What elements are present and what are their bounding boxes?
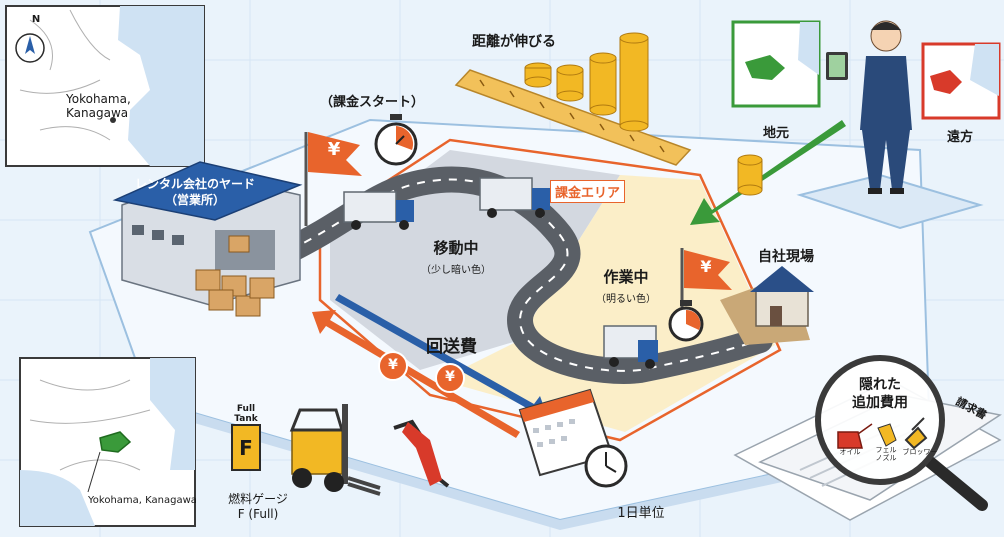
remote-arrow-green (690, 120, 846, 225)
map-top-left (5, 5, 205, 167)
businessman-icon (860, 20, 912, 194)
ruler-icon (454, 69, 692, 166)
own-site-label: 自社現場 (758, 249, 814, 265)
yen-coin-text-1: ¥ (388, 357, 398, 373)
map-remote (921, 42, 1001, 120)
coin-stack-icon (524, 32, 649, 132)
remote-label: 遠方 (946, 130, 974, 145)
moving-label: 移動中 (433, 239, 479, 257)
truck-icon (603, 325, 658, 369)
day-unit-label: 1日単位 (617, 506, 665, 521)
flag-yen-text-2: ¥ (700, 257, 712, 276)
fuel-tank-letter: F (239, 436, 253, 460)
moving-note: （少し暗い色） (421, 265, 491, 276)
truck-icon (479, 177, 550, 218)
return-arrow-blue (335, 294, 548, 420)
coin-stack-icon (737, 154, 763, 196)
billing-area-label: 課金エリア (550, 180, 626, 203)
billing-start-label: （課金スタート） (319, 95, 425, 110)
distance-label: 距離が伸びる (472, 34, 556, 50)
fuel-nozzle-small-icon (877, 423, 897, 447)
local-label: 地元 (762, 126, 790, 141)
stopwatch-icon (374, 114, 418, 166)
north-arrow-icon (15, 33, 45, 63)
blower-label: ブロッワー (902, 448, 938, 456)
cargo-boxes (195, 235, 275, 317)
map-place-top: Yokohama, Kanagawa (66, 92, 131, 120)
fuel-tank-label: Full Tank (234, 404, 258, 424)
warehouse-icon (112, 161, 303, 306)
house-icon (720, 266, 814, 345)
flag-yen-text-1: ¥ (327, 139, 341, 160)
stopwatch-icon (668, 300, 704, 342)
fuel-nozzle-label: フェル ノズル (875, 446, 897, 462)
yen-coin-icon (378, 351, 465, 393)
tablet-icon (826, 52, 848, 80)
yard-label: レンタル会社のヤード （営業所） (134, 177, 256, 207)
working-note: （明るい色） (596, 294, 656, 305)
blower-icon (904, 417, 928, 450)
working-label: 作業中 (603, 268, 649, 286)
road (277, 166, 773, 384)
compass-label: N (31, 14, 41, 25)
return-arrow-orange (312, 310, 520, 438)
magnifier-icon (815, 355, 988, 511)
forklift-icon (289, 404, 381, 496)
yen-flag-icon (304, 132, 362, 226)
fuel-gauge-label: 燃料ゲージ F (Full) (228, 492, 288, 521)
yen-coin-text-2: ¥ (445, 369, 455, 385)
hidden-costs-label: 隠れた 追加費用 (852, 377, 908, 411)
truck-icon (343, 191, 414, 230)
oil-label: オイル (839, 448, 861, 456)
map-local (731, 20, 821, 108)
clock-icon (584, 444, 628, 488)
return-fee-label: 回送費 (426, 337, 477, 357)
map-bottom-left (19, 357, 196, 527)
fuel-nozzle-icon (393, 419, 450, 488)
billing-area-boundary (318, 138, 782, 442)
map-place-bottom: Yokohama, Kanagawa (88, 495, 197, 506)
oil-can-icon (837, 423, 873, 449)
fuel-tank-box (231, 424, 261, 471)
right-platform (796, 173, 984, 230)
